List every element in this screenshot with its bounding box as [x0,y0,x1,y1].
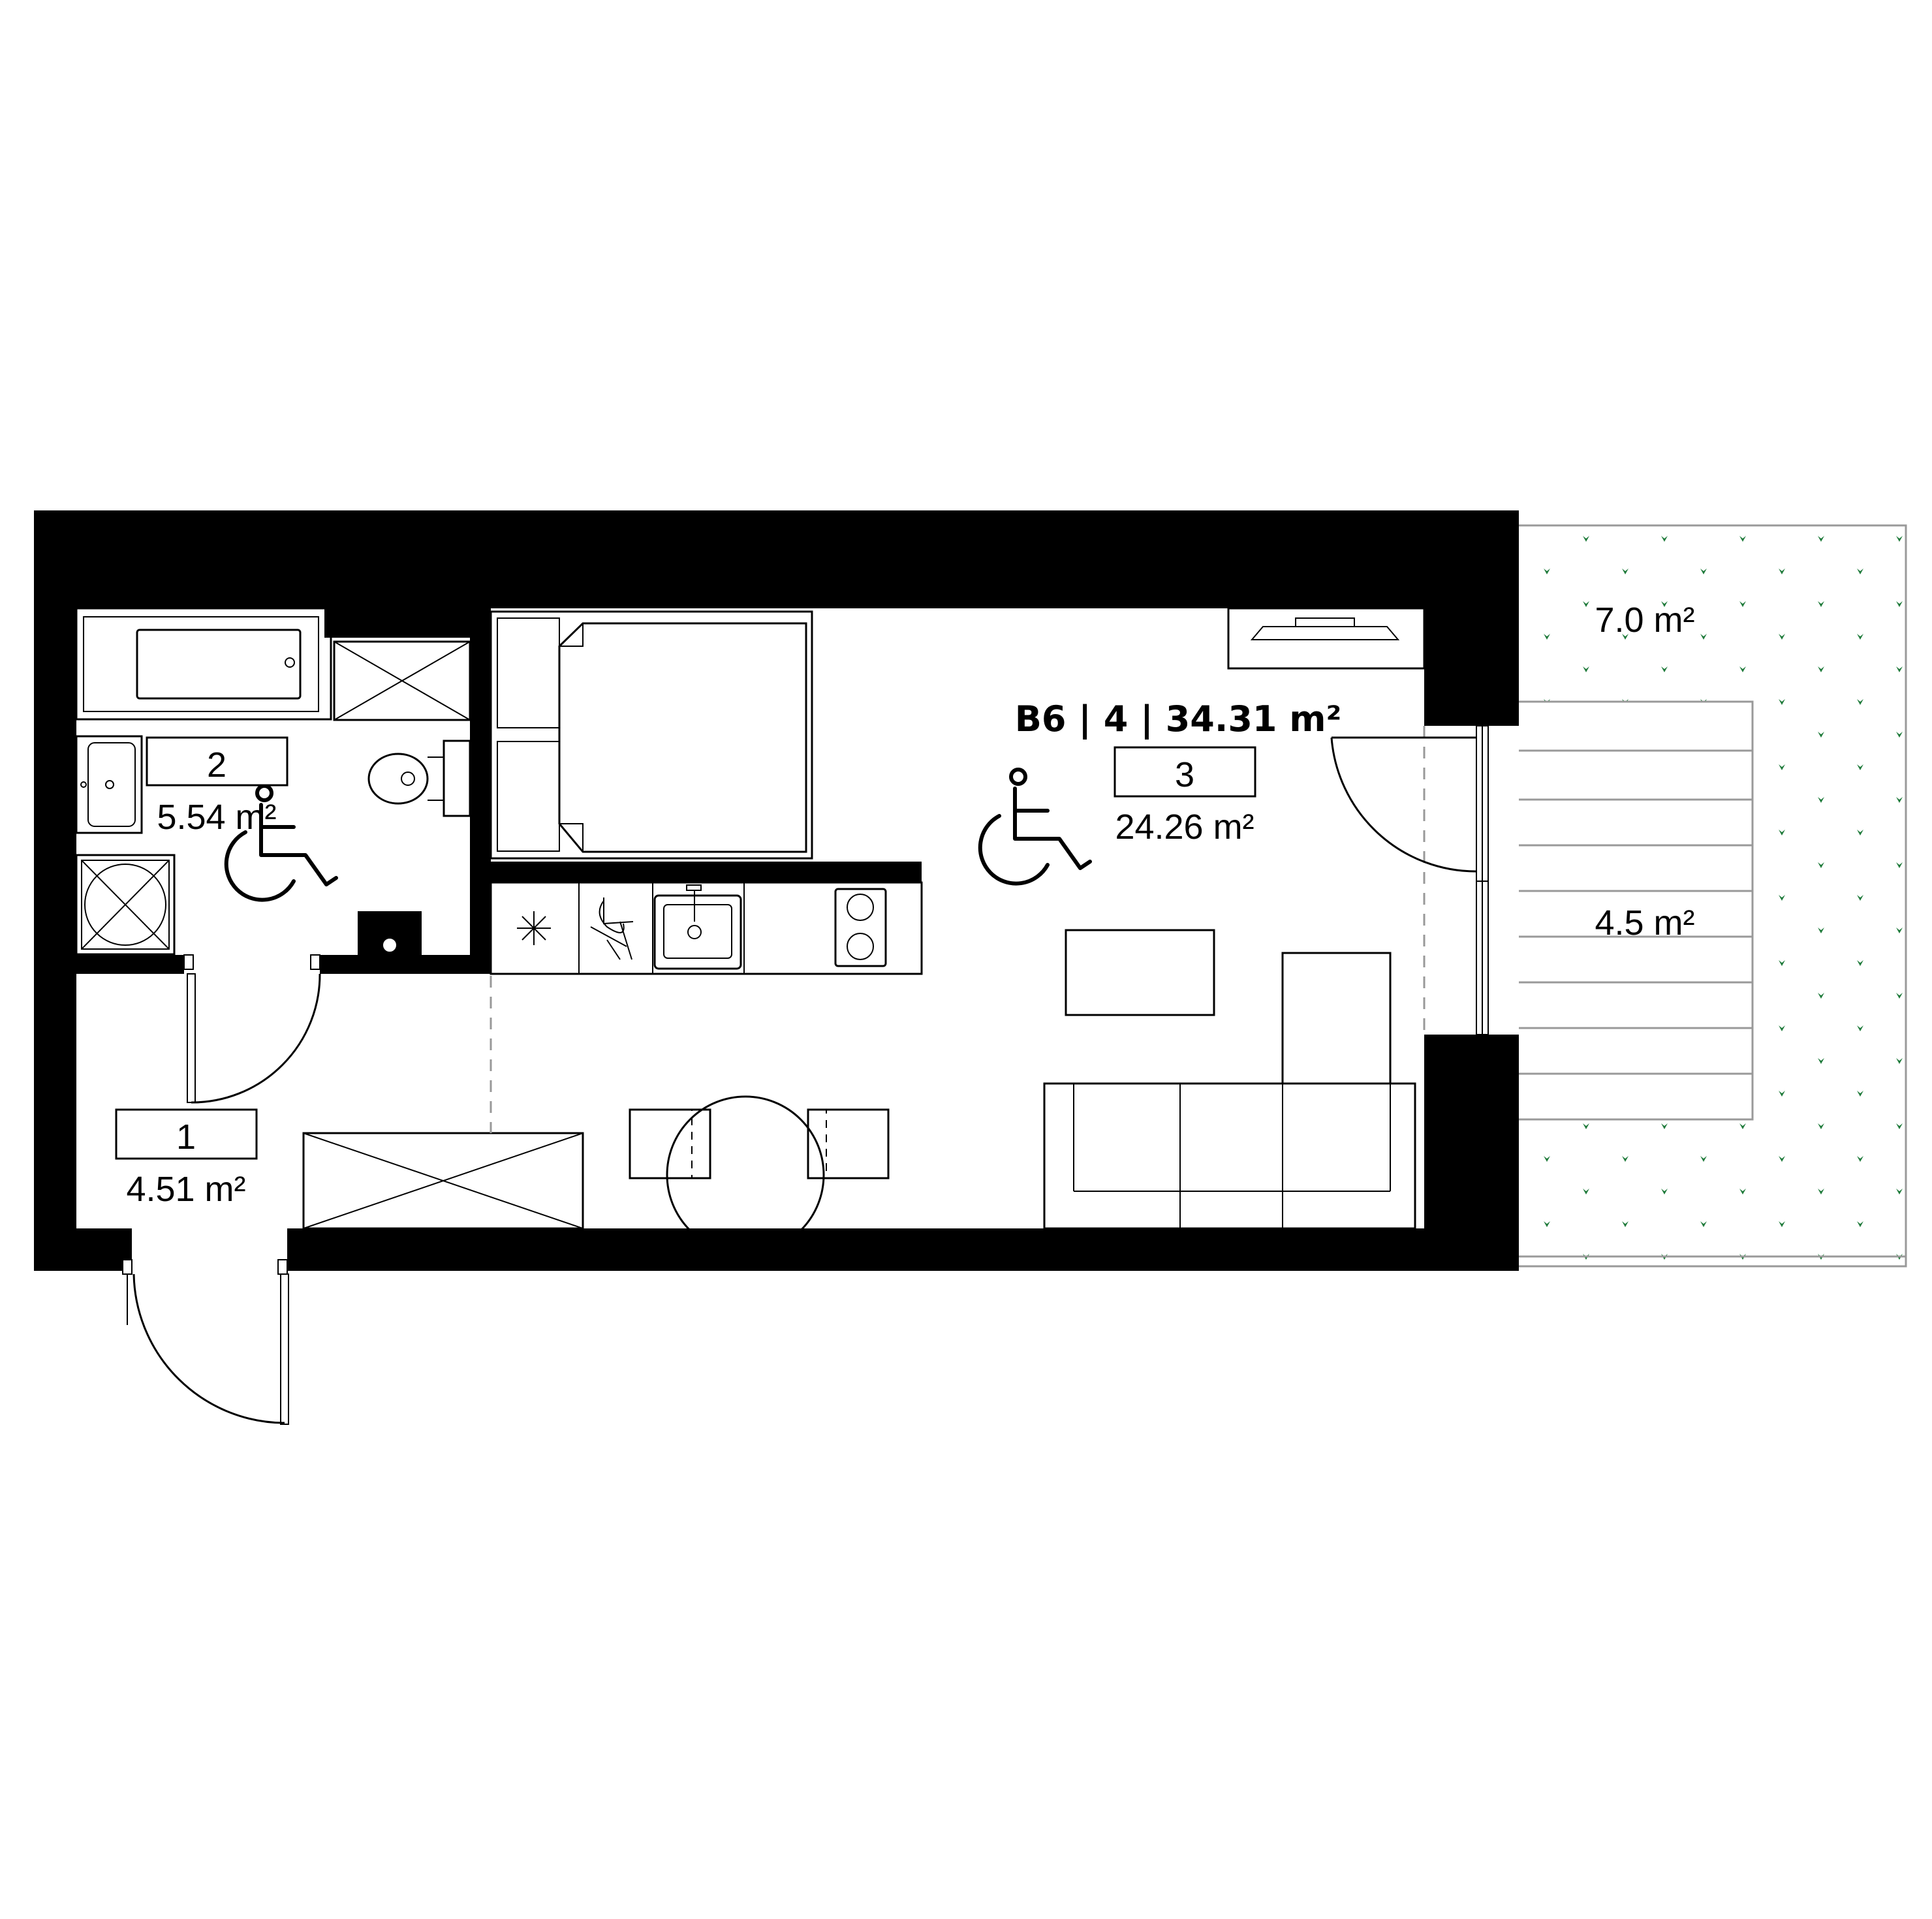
walls [34,510,1519,1271]
kitchenette [490,881,923,975]
balcony-deck [1516,700,1754,1121]
coffee-table [1065,929,1215,1016]
washbasin [75,735,143,834]
meter-icon [382,937,397,953]
bathtub [75,607,332,721]
balcony-area: 4.5 m² [1595,903,1694,943]
room-number: 2 [207,745,226,785]
cooktop [834,888,887,967]
kitchen-sink [653,884,742,970]
room-number: 1 [176,1117,196,1157]
room-3-label: 3 24.26 m² [1114,746,1256,847]
toilet [367,740,471,817]
wheelchair-icon [224,784,338,902]
balcony-door [1330,725,1519,1035]
fridge-icon [517,911,551,945]
terrace-area: 7.0 m² [1595,601,1694,640]
tv-cabinet [1227,607,1426,670]
room-area: 24.26 m² [1115,807,1254,847]
dining-set [629,1095,890,1255]
unit-title: B6 | 4 | 34.31 m² [1015,698,1341,740]
wardrobe [302,1132,584,1230]
shower-shelf [333,640,471,721]
corner-sofa [1043,952,1416,1230]
room-area: 5.54 m² [157,798,276,837]
entrance-door [122,1259,289,1425]
bathroom-door [183,954,321,1104]
double-bed [490,610,813,860]
room-1-label: 1 4.51 m² [115,1108,258,1209]
room-number: 3 [1175,755,1194,794]
washing-machine [75,854,176,956]
room-area: 4.51 m² [126,1170,245,1209]
wheelchair-icon [978,768,1092,886]
dishwasher-icon [590,897,634,960]
room-2-label: 2 5.54 m² [146,736,288,837]
